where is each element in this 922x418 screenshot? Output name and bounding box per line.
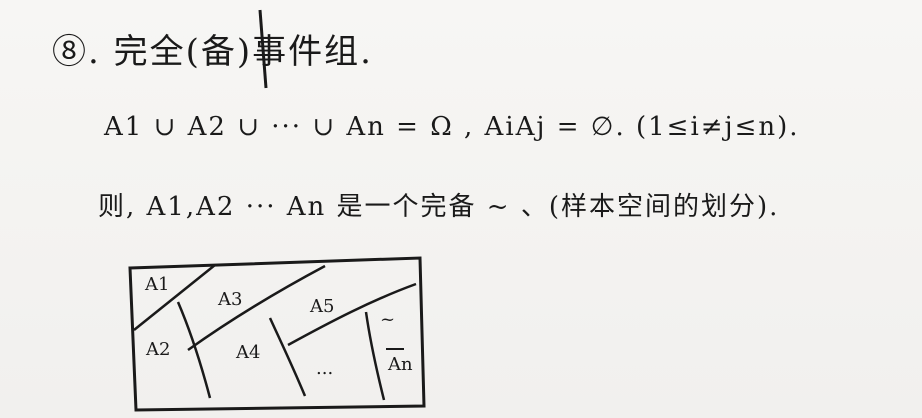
sample-space-box xyxy=(128,256,426,412)
divider-a2 xyxy=(176,301,212,399)
divider-an xyxy=(364,311,386,401)
region-label-an: An xyxy=(387,354,413,375)
divider-a4 xyxy=(268,317,307,397)
region-label-a4: A4 xyxy=(235,342,260,363)
region-squiggle: ~ xyxy=(380,309,395,330)
divider-a1 xyxy=(133,264,216,331)
region-label-ellipsis: ... xyxy=(316,358,333,379)
heading-stroke xyxy=(258,9,268,89)
divider-a3 xyxy=(187,264,326,352)
partition-formula: A1 ∪ A2 ∪ ··· ∪ An = Ω , AiAj = ∅. (1≤i≠… xyxy=(104,112,800,142)
region-label-a1: A1 xyxy=(144,274,169,295)
region-label-a2: A2 xyxy=(145,339,170,360)
divider-a5 xyxy=(287,282,417,347)
region-label-a5: A5 xyxy=(309,296,334,317)
section-heading: ⑧. 完全(备)事件组. xyxy=(52,32,373,72)
region-label-a3: A3 xyxy=(217,289,242,310)
partition-statement: 则, A1,A2 ··· An 是一个完备 ~ 、(样本空间的划分). xyxy=(98,192,780,222)
